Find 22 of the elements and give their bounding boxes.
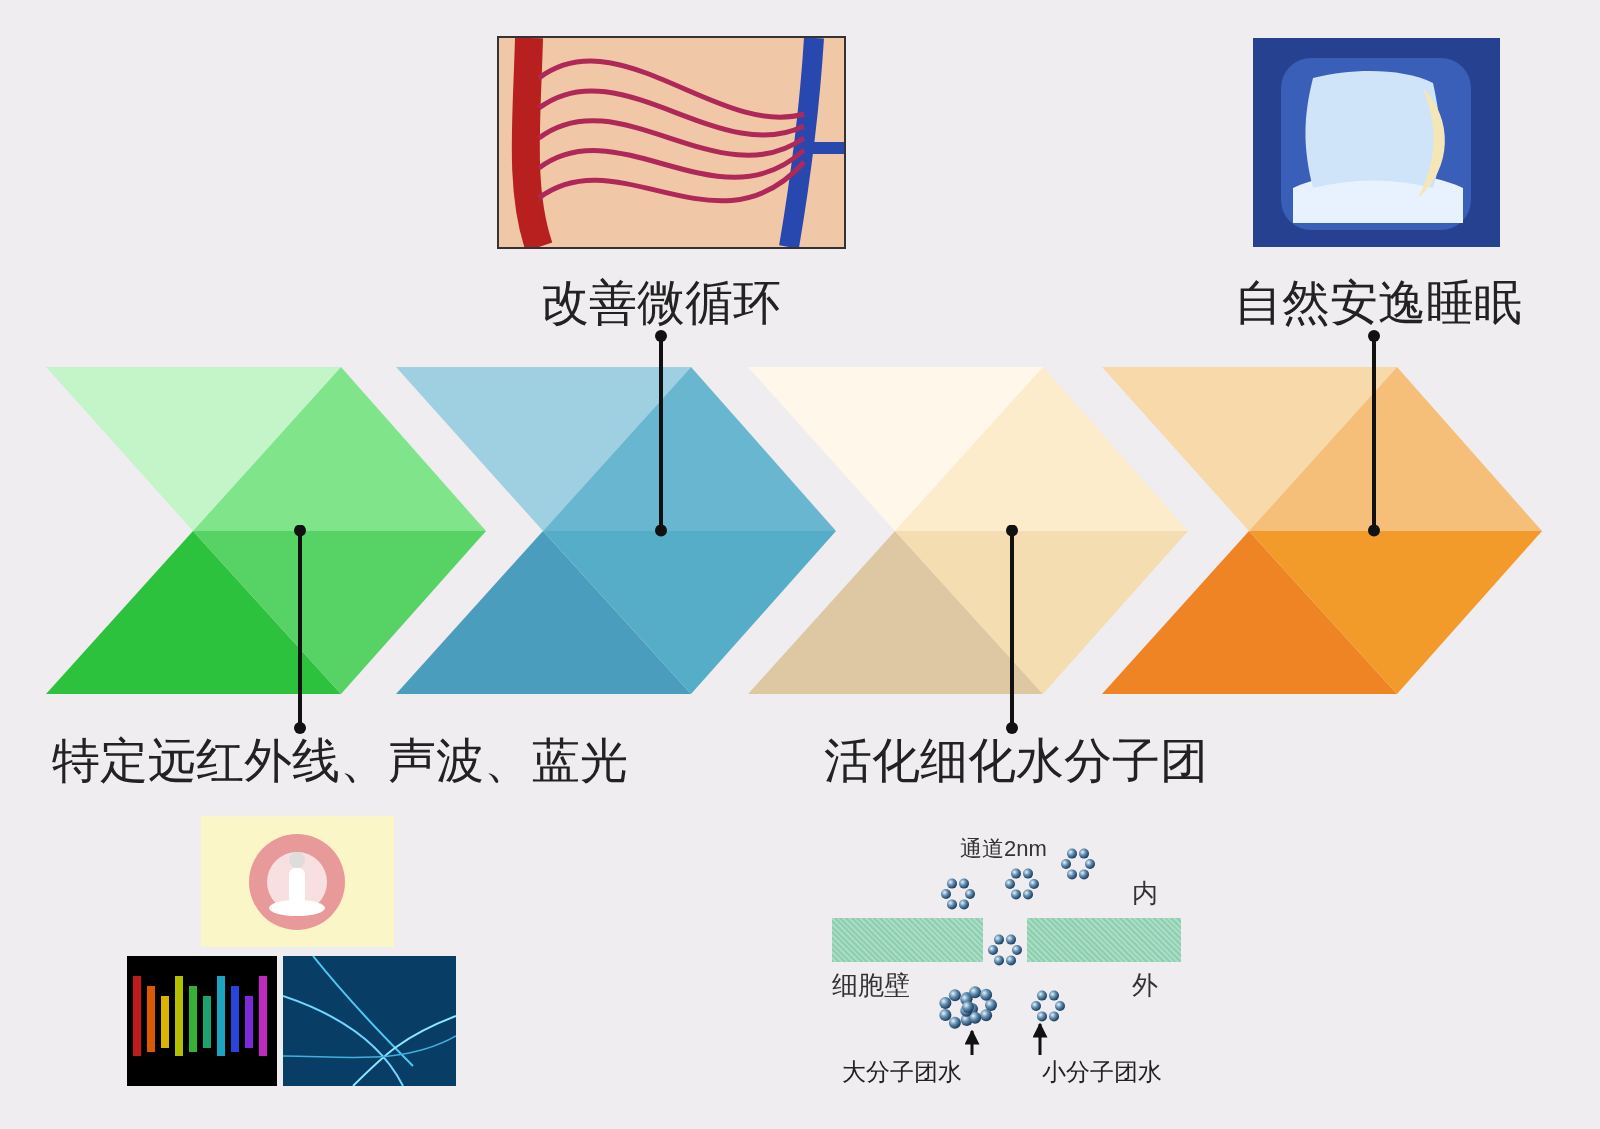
arrow	[964, 1029, 980, 1055]
leader-line	[294, 524, 306, 734]
arrow	[1032, 1022, 1048, 1055]
diagram-label: 通道2nm	[960, 836, 1047, 863]
chevron-step-shape	[1102, 367, 1542, 694]
diagram-label: 细胞壁	[832, 970, 910, 1002]
chevron-step-shape	[748, 367, 1188, 694]
step-label: 活化细化水分子团	[824, 732, 1208, 790]
step-label: 小分子团水	[1042, 1057, 1162, 1087]
chevron-step-shape	[396, 367, 836, 694]
leader-line	[1006, 524, 1018, 734]
molecule-cluster-drawing	[1030, 988, 1066, 1024]
leader-line	[655, 330, 667, 537]
diagram-label: 内	[1132, 878, 1158, 910]
leader-line	[1368, 330, 1380, 537]
chevron-step-shape	[46, 367, 486, 694]
step-label: 改善微循环	[541, 274, 781, 332]
molecule-cluster-drawing	[936, 983, 1000, 1031]
step-label: 大分子团水	[842, 1057, 962, 1087]
step-label: 特定远红外线、声波、蓝光	[52, 732, 628, 790]
step-label: 自然安逸睡眠	[1234, 274, 1522, 332]
diagram-label: 外	[1132, 970, 1158, 1002]
